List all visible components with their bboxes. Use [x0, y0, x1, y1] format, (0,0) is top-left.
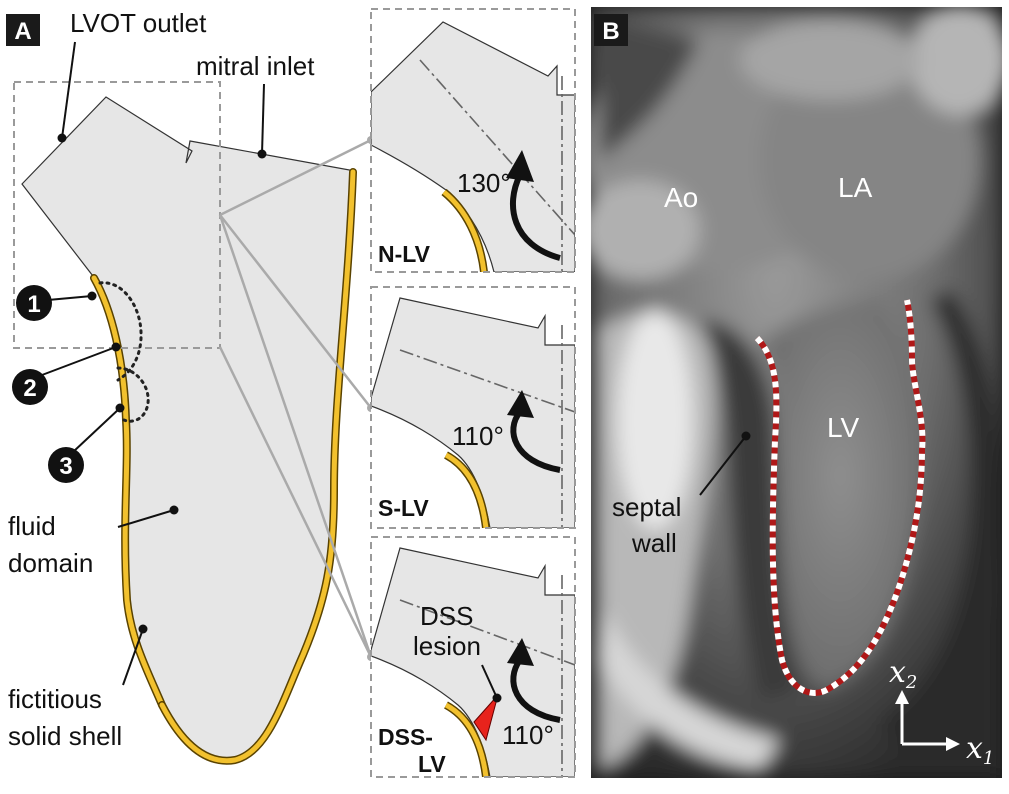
- panel-a-tag: A: [14, 18, 31, 45]
- angle-arrow: [510, 410, 561, 473]
- axis-x2-arrowhead: [895, 690, 909, 704]
- zoom-connector: [218, 346, 373, 658]
- leader-dot: [111, 342, 121, 352]
- label-lv: LV: [827, 412, 859, 443]
- angle-arrowhead: [507, 638, 534, 666]
- leader-septal: [699, 435, 747, 496]
- panel-b: Ao LA LV septal wall x2 x1 B: [591, 7, 1002, 778]
- marker-3-badge: [48, 447, 84, 483]
- leader-lvot: [61, 41, 76, 139]
- panel-a-tag-bg: [6, 14, 40, 46]
- marker-2-badge: [12, 369, 48, 405]
- inset-3-angle: 110°: [502, 720, 554, 750]
- marker-1-badge: [16, 285, 52, 321]
- leader-dot: [57, 133, 67, 143]
- leader-dot: [169, 505, 179, 515]
- inset-domain-shape: [371, 547, 575, 777]
- zoom-connector: [218, 214, 373, 658]
- leader-dot: [87, 291, 97, 301]
- label-shell-1: fictitious: [8, 684, 102, 714]
- inset-1-name: N-LV: [378, 241, 431, 267]
- angle-arrow: [510, 658, 561, 723]
- leader-dot: [115, 403, 125, 413]
- leader-dot: [257, 149, 267, 159]
- leader-marker-2: [41, 346, 117, 376]
- leader-dot: [138, 624, 148, 634]
- angle-arrowhead: [507, 390, 534, 418]
- label-fluid-1: fluid: [8, 511, 56, 541]
- inset-shell-fill: [444, 702, 489, 777]
- dss-lesion: [473, 694, 499, 742]
- centerline: [399, 349, 575, 413]
- inset-2-name: S-LV: [378, 495, 429, 521]
- axis-x1-arrowhead: [946, 737, 960, 751]
- lesion-label-1: DSS: [420, 601, 473, 631]
- leader-dot: [741, 431, 751, 441]
- leader-marker-3: [72, 407, 121, 453]
- label-la: LA: [838, 172, 873, 203]
- inset-2-angle: 110°: [452, 421, 504, 451]
- label-fluid-2: domain: [8, 548, 93, 578]
- solid-shell-left-fill: [91, 275, 165, 708]
- leader-marker-1: [47, 295, 93, 301]
- marker-2-label: 2: [23, 375, 36, 402]
- axis-x1-label: x1: [966, 731, 994, 769]
- label-mitral-inlet: mitral inlet: [196, 51, 315, 81]
- region-outline-lower: [116, 366, 150, 423]
- label-septal-1: septal: [612, 492, 681, 522]
- inset-s-lv: 110° S-LV: [370, 286, 576, 529]
- inset-shell-fill: [442, 190, 487, 272]
- leader-shell: [122, 628, 144, 686]
- lv-contour-dashes: [754, 299, 926, 696]
- panel-a: A LVOT outlet mitral inlet fluid domain …: [6, 8, 375, 765]
- label-ao: Ao: [664, 182, 698, 213]
- zoom-connector: [219, 138, 372, 217]
- inset-dss-lv: DSS lesion 110° DSS- LV: [370, 536, 576, 778]
- inset-n-lv: 130° N-LV: [370, 8, 576, 273]
- inset-shell-fill: [444, 452, 489, 528]
- lesion-label-2: lesion: [413, 631, 481, 661]
- zoom-connector: [219, 214, 372, 409]
- centerline: [399, 599, 575, 666]
- centerline: [419, 59, 575, 236]
- marker-3-label: 3: [59, 453, 72, 480]
- panel-b-tag: B: [602, 18, 619, 45]
- inset-3-name-2: LV: [418, 751, 446, 777]
- inset-domain-shape: [371, 297, 575, 528]
- leader-fluid: [117, 509, 175, 528]
- leader-dot: [492, 693, 502, 703]
- inset-1-angle: 130°: [457, 168, 511, 198]
- solid-shell-right-fill: [159, 169, 356, 764]
- inset-3-name-1: DSS-: [378, 724, 433, 750]
- region-outline-upper: [98, 281, 143, 382]
- leader-lesion: [481, 664, 498, 699]
- marker-1-label: 1: [27, 291, 40, 318]
- angle-arrow: [510, 173, 561, 261]
- panel-b-tag-bg: [594, 14, 628, 46]
- fluid-domain-shape: [21, 96, 356, 764]
- leader-mitral: [261, 83, 265, 155]
- axis-x2-label: x2: [889, 655, 917, 693]
- label-shell-2: solid shell: [8, 721, 122, 751]
- label-lvot-outlet: LVOT outlet: [70, 8, 207, 38]
- angle-arrowhead: [506, 150, 534, 182]
- label-septal-2: wall: [631, 528, 677, 558]
